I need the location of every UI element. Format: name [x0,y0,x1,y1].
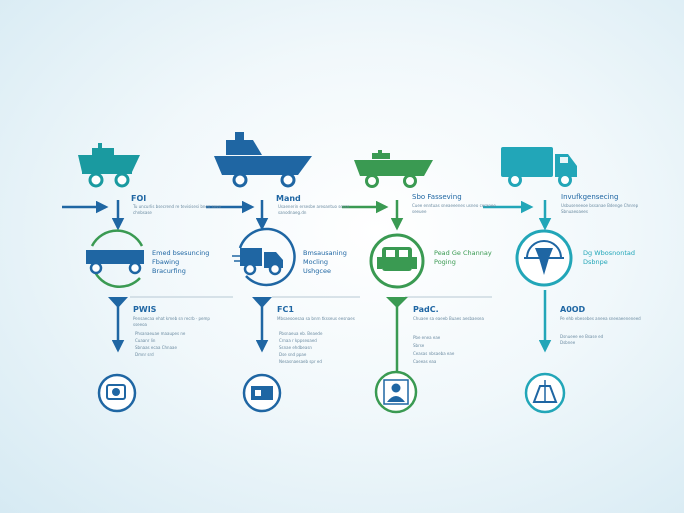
hook-load-icon [515,229,573,287]
step-description: Cuee enntuas sneaeeenes usneo ceranee se… [412,203,496,214]
step-heading: Mand [276,194,301,203]
step-heading: PadC. [413,305,439,314]
step-description: Usbuseneeoe bssanae Bdenge Chnrep Sbnuae… [561,203,639,214]
person-icon [374,370,418,414]
step-description: Tu uncurlis bsecrend re tevisisesi bneo … [133,204,221,215]
step-description: Pe ehb ebesebes aneea sneeaeeneneed [560,316,641,321]
step-heading: FOI [131,194,147,203]
step-description: Chuaee sa eaeeb Buaes aesbaesea [413,316,484,321]
cargo-camera-icon [97,373,137,413]
step-heading: FC1 [277,305,294,314]
card-icon [242,373,282,413]
container-trailer-icon [86,229,144,288]
step-description: Mbsaeooesaa sa bnrn tksseus eesnaes [277,316,355,321]
step-heading: PWIS [133,305,157,314]
step-heading: A0OD [560,305,586,314]
scale-icon [524,372,566,414]
delivery-truck-icon [232,227,296,287]
box-truck-icon [501,147,577,187]
step-heading: Sbo Fasseving [412,193,462,201]
step-description: Usaenerin ersesbe areoantuo sesce sanodn… [278,204,350,215]
step-heading: Invufkgensecing [561,193,619,201]
boat-truck-icon [354,150,433,188]
step-description: Pensaecaa ehat kmeb sn recrb · pemp ssee… [133,316,210,327]
van-front-icon [369,233,425,289]
ship-truck-icon [214,132,312,188]
boat-truck-icon [78,143,140,188]
